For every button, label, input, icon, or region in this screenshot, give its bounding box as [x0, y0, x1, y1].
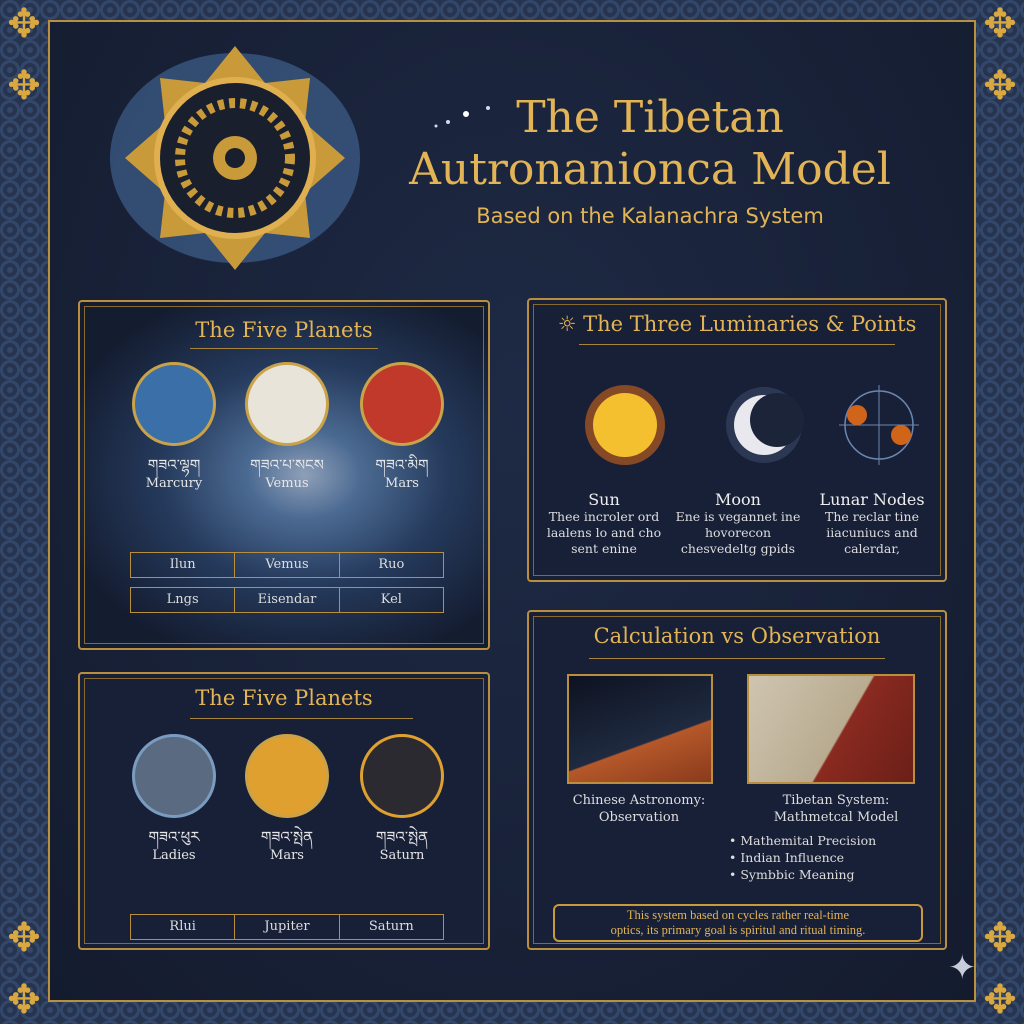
divider — [589, 658, 885, 659]
endless-knot-icon: ✥ — [7, 977, 41, 1023]
table-cell: Eisendar — [235, 588, 340, 612]
moon-image — [750, 393, 804, 447]
planet-mars: གཟའ་སྤེན Mars — [243, 734, 331, 864]
left-caption: Chinese Astronomy: Observation — [545, 792, 733, 826]
five-planets-panel-1: The Five Planets གཟའ་ལྷག Marcury གཟའ་པ་ས… — [78, 300, 490, 650]
kalachakra-mandala-icon — [110, 46, 360, 270]
planet-mars: གཟའ་མིག Mars — [358, 362, 446, 492]
sparkle-icon: ✦ — [948, 948, 977, 988]
planet-tibetan: གཟའ་མིག — [375, 456, 429, 474]
table-row: Rlui Jupiter Saturn — [130, 914, 444, 940]
bullet-list: • Mathemital Precision • Indian Influenc… — [729, 832, 929, 883]
planet-name: Marcury — [145, 476, 203, 491]
caption-line: Observation — [598, 810, 680, 825]
planet-name: Ladies — [152, 848, 196, 863]
panel-title: The Three Luminaries & Points — [583, 312, 917, 336]
table-cell: Ilun — [131, 553, 236, 577]
list-item: • Mathemital Precision — [729, 833, 877, 848]
bullet-text: Indian Influence — [740, 850, 845, 865]
deity-saturn-image — [360, 734, 444, 818]
title-line-2: Autronanionca Model — [409, 144, 891, 195]
panel-title: The Five Planets — [195, 318, 373, 342]
planet-tibetan: གཟའ་ལྷག — [147, 456, 201, 474]
planet-tibetan: གཟའ་སྤེན — [375, 828, 429, 846]
deity-elephant-image — [132, 734, 216, 818]
divider — [579, 344, 895, 345]
endless-knot-icon: ✥ — [983, 915, 1017, 961]
list-item: • Symbbic Meaning — [729, 867, 855, 882]
planet-tibetan: གཟའ་ཕུར — [148, 828, 200, 846]
table-cell: Ruo — [378, 557, 405, 572]
right-caption: Tibetan System: Mathmetcal Model — [739, 792, 933, 826]
planet-mercury: གཟའ་ལྷག Marcury — [130, 362, 218, 492]
caption-line: Mathmetcal Model — [773, 810, 899, 825]
note-line: This system based on cycles rather real-… — [626, 908, 850, 922]
planet-name: Mars — [385, 476, 419, 491]
luminary-desc: The reclar tine iiacuniucs and calerdar, — [824, 509, 919, 556]
panel-title-row: ☼ The Three Luminaries & Points — [529, 312, 945, 336]
monk-calculating-image — [747, 674, 915, 784]
planet-saturn: གཟའ་སྤེན Saturn — [358, 734, 446, 864]
deity-mercury-image — [132, 362, 216, 446]
sun-icon: ☼ — [557, 312, 584, 336]
endless-knot-icon: ✥ — [983, 63, 1017, 109]
bullet-text: Mathemital Precision — [740, 833, 877, 848]
caption-line: Tibetan System: — [782, 793, 890, 808]
endless-knot-icon: ✥ — [7, 63, 41, 109]
deity-mars-image — [360, 362, 444, 446]
panel-title: The Five Planets — [195, 686, 373, 710]
five-planets-panel-2: The Five Planets གཟའ་ཕུར Ladies གཟའ་སྤེན… — [78, 672, 490, 950]
endless-knot-icon: ✥ — [7, 915, 41, 961]
bullet-text: Symbbic Meaning — [740, 867, 855, 882]
title-line-1: The Tibetan — [516, 92, 784, 143]
table-cell: Rlui — [131, 915, 236, 939]
deity-image — [245, 734, 329, 818]
list-item: • Indian Influence — [729, 850, 845, 865]
luminary-name: Sun — [588, 490, 620, 509]
subtitle: Based on the Kalanachra System — [476, 204, 824, 228]
divider — [190, 718, 413, 719]
endless-knot-icon: ✥ — [983, 977, 1017, 1023]
endless-knot-icon: ✥ — [7, 1, 41, 47]
table-cell: Jupiter — [235, 915, 340, 939]
table-cell: Kel — [380, 592, 402, 607]
planet-venus: གཟའ་པ་སངས Vemus — [243, 362, 331, 492]
planet-tibetan: གཟའ་སྤེན — [260, 828, 314, 846]
note-line: optics, its primary goal is spiritul and… — [610, 923, 866, 937]
luminary-desc: Thee incroler ord laalens lo and cho sen… — [546, 509, 662, 556]
divider — [190, 348, 378, 349]
table-cell: Lngs — [131, 588, 236, 612]
endless-knot-icon: ✥ — [983, 1, 1017, 47]
table-cell: Saturn — [368, 919, 414, 934]
table-row: Ilun Vemus Ruo — [130, 552, 444, 578]
luminary-desc: Ene is vegannet ine hovorecon chesvedelt… — [675, 509, 801, 556]
caption-line: Chinese Astronomy: — [572, 793, 706, 808]
planet-ladies: གཟའ་ཕུར Ladies — [130, 734, 218, 864]
table-row: Lngs Eisendar Kel — [130, 587, 444, 613]
luminaries-illustration — [585, 385, 919, 465]
stars-icon — [434, 106, 490, 128]
table-cell: Vemus — [235, 553, 340, 577]
luminary-name: Lunar Nodes — [819, 490, 925, 509]
deity-venus-image — [245, 362, 329, 446]
planet-name: Saturn — [379, 848, 425, 863]
monk-telescope-image — [567, 674, 713, 784]
planet-name: Vemus — [265, 476, 309, 491]
luminary-name: Moon — [715, 490, 761, 509]
panel-title: Calculation vs Observation — [593, 624, 881, 648]
planet-tibetan: གཟའ་པ་སངས — [250, 456, 324, 474]
sun-image — [593, 393, 657, 457]
planet-name: Mars — [270, 848, 304, 863]
calculation-panel: Calculation vs Observation Chinese Astro… — [527, 610, 947, 950]
summary-note: This system based on cycles rather real-… — [553, 904, 923, 942]
